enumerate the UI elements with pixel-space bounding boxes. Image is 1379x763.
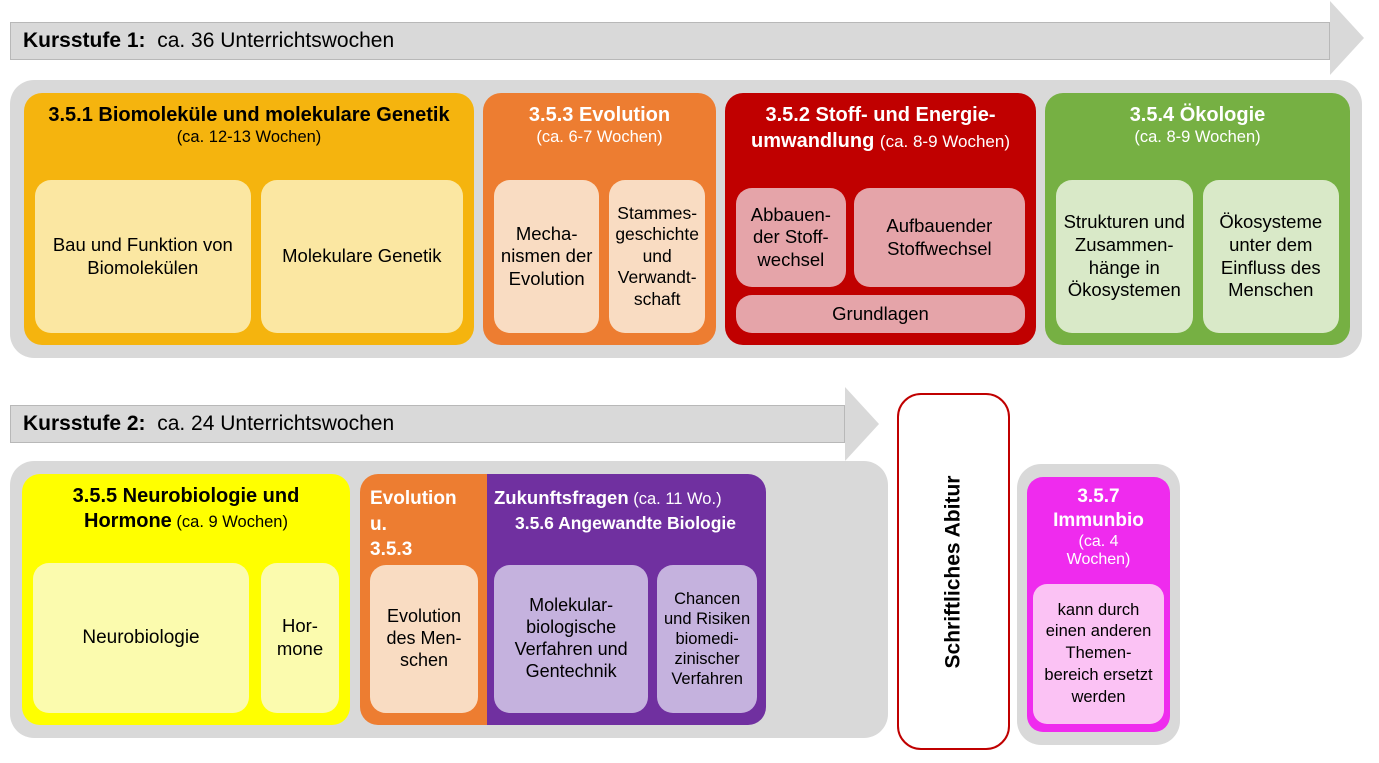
topic-stammesgeschichte: Stammes- geschichte und Verwandt- schaft <box>609 180 705 333</box>
block-3-5-5-title-line1: 3.5.5 Neurobiologie und <box>72 485 300 507</box>
kursstufe2-tray: 3.5.5 Neurobiologie und Hormone (ca. 9 W… <box>10 461 888 738</box>
zukunftsfragen-title: Zukunftsfragen (ca. 11 Wo.) <box>494 486 757 510</box>
block-3-5-7-title: 3.5.7 Immunbio <box>1053 486 1144 531</box>
schriftliches-abitur-label: Schriftliches Abitur <box>941 475 965 668</box>
kursstufe1-banner-weeks: ca. 36 Unterrichtswochen <box>145 29 395 52</box>
kursstufe2-arrow-head <box>845 387 879 461</box>
block-3-5-4-items: Strukturen und Zusammen- hänge in Ökosys… <box>1056 180 1339 333</box>
topic-chancen-risiken: Chancen und Risiken biomedi- zinischer V… <box>657 565 757 713</box>
block-3-5-6-section: Zukunftsfragen (ca. 11 Wo.) 3.5.6 Angewa… <box>487 474 766 725</box>
block-3-5-2-stoffwechsel: 3.5.2 Stoff- und Energie- umwandlung (ca… <box>725 93 1036 345</box>
topic-abbauender-stoffwechsel: Abbauen- der Stoff- wechsel <box>736 188 846 287</box>
topic-evolution-des-menschen: Evolution des Men- schen <box>370 565 478 713</box>
block-3-5-2-items: Abbauen- der Stoff- wechsel Aufbauender … <box>736 188 1025 333</box>
block-evolution-zukunftsfragen: Evolution u. 3.5.3 Evolution des Men- sc… <box>360 474 766 725</box>
block-3-5-4-title: 3.5.4 Ökologie <box>1129 104 1266 126</box>
topic-oekosysteme-mensch: Ökosysteme unter dem Einfluss des Mensch… <box>1202 180 1339 333</box>
block-3-5-1-title: 3.5.1 Biomoleküle und molekulare Genetik <box>48 104 450 126</box>
block-3-5-7-immunbio: 3.5.7 Immunbio (ca. 4 Wochen) kann durch… <box>1027 477 1170 732</box>
block-3-5-5-neurobiologie: 3.5.5 Neurobiologie und Hormone (ca. 9 W… <box>22 474 350 725</box>
block-3-5-3-weeks: (ca. 6-7 Wochen) <box>536 128 663 146</box>
block-3-5-6-items: Molekular- biologische Verfahren und Gen… <box>494 565 757 713</box>
block-3-5-7-weeks: (ca. 4 Wochen) <box>1066 532 1131 568</box>
block-3-5-5-title-line2: Hormone <box>84 510 172 532</box>
block-3-5-3-k2-items: Evolution des Men- schen <box>370 565 478 713</box>
block-3-5-5-items: Neurobiologie Hor- mone <box>33 563 339 713</box>
block-3-5-5-title: 3.5.5 Neurobiologie und Hormone (ca. 9 W… <box>33 484 339 534</box>
zukunftsfragen-label: Zukunftsfragen <box>494 487 629 508</box>
block-3-5-3-k2-section: Evolution u. 3.5.3 Evolution des Men- sc… <box>360 474 487 725</box>
topic-aufbauender-stoffwechsel: Aufbauender Stoffwechsel <box>853 188 1025 287</box>
block-3-5-1-items: Bau und Funktion von Biomolekülen Moleku… <box>35 180 463 333</box>
block-3-5-3-title: 3.5.3 Evolution <box>528 104 671 126</box>
block-3-5-5-weeks: (ca. 9 Wochen) <box>171 513 288 531</box>
topic-neurobiologie: Neurobiologie <box>33 563 249 713</box>
kursstufe1-arrow-head <box>1330 1 1364 75</box>
zukunftsfragen-weeks: (ca. 11 Wo.) <box>628 490 722 508</box>
block-3-5-1-biomolekuele: 3.5.1 Biomoleküle und molekulare Genetik… <box>24 93 474 345</box>
block-3-5-1-weeks: (ca. 12-13 Wochen) <box>176 128 322 146</box>
block-3-5-3-k2-title: Evolution u. 3.5.3 <box>370 486 478 563</box>
kursstufe2-banner: Kursstufe 2: ca. 24 Unterrichtswochen <box>10 405 845 443</box>
kursstufe1-banner: Kursstufe 1: ca. 36 Unterrichtswochen <box>10 22 1330 60</box>
block-3-5-2-title: 3.5.2 Stoff- und Energie- umwandlung (ca… <box>736 103 1025 154</box>
topic-molekulare-genetik: Molekulare Genetik <box>260 180 463 333</box>
immunbio-tray: 3.5.7 Immunbio (ca. 4 Wochen) kann durch… <box>1017 464 1180 745</box>
immunbio-replacement-note: kann durch einen anderen Themen- bereich… <box>1033 584 1164 724</box>
block-3-5-3-items: Mecha- nismen der Evolution Stammes- ges… <box>494 180 705 333</box>
topic-bau-und-funktion: Bau und Funktion von Biomolekülen <box>35 180 251 333</box>
block-3-5-2-title-line1: 3.5.2 Stoff- und Energie- <box>765 104 996 126</box>
topic-strukturen-oekosysteme: Strukturen und Zusammen- hänge in Ökosys… <box>1056 180 1193 333</box>
evolution-u-label: Evolution u. <box>370 488 457 535</box>
block-3-5-2-weeks: (ca. 8-9 Wochen) <box>879 131 1010 151</box>
block-3-5-3-evolution: 3.5.3 Evolution (ca. 6-7 Wochen) Mecha- … <box>483 93 716 345</box>
block-3-5-2-title-line2: umwandlung <box>751 129 875 152</box>
angewandte-biologie-label: 3.5.6 Angewandte Biologie <box>514 513 737 534</box>
topic-hormone: Hor- mone <box>261 563 339 713</box>
schriftliches-abitur-box: Schriftliches Abitur <box>897 393 1010 750</box>
block-3-5-4-oekologie: 3.5.4 Ökologie (ca. 8-9 Wochen) Struktur… <box>1045 93 1350 345</box>
kursstufe2-banner-label: Kursstufe 2: <box>23 412 146 435</box>
topic-molekularbiologische-verfahren: Molekular- biologische Verfahren und Gen… <box>494 565 649 713</box>
code-3-5-3-label: 3.5.3 <box>370 539 413 561</box>
block-3-5-4-weeks: (ca. 8-9 Wochen) <box>1134 128 1261 146</box>
topic-grundlagen: Grundlagen <box>736 295 1025 333</box>
topic-mechanismen-evolution: Mecha- nismen der Evolution <box>494 180 600 333</box>
kursstufe1-banner-label: Kursstufe 1: <box>23 29 146 52</box>
kursstufe1-tray: 3.5.1 Biomoleküle und molekulare Genetik… <box>10 80 1362 358</box>
kursstufe2-banner-weeks: ca. 24 Unterrichtswochen <box>145 412 395 435</box>
